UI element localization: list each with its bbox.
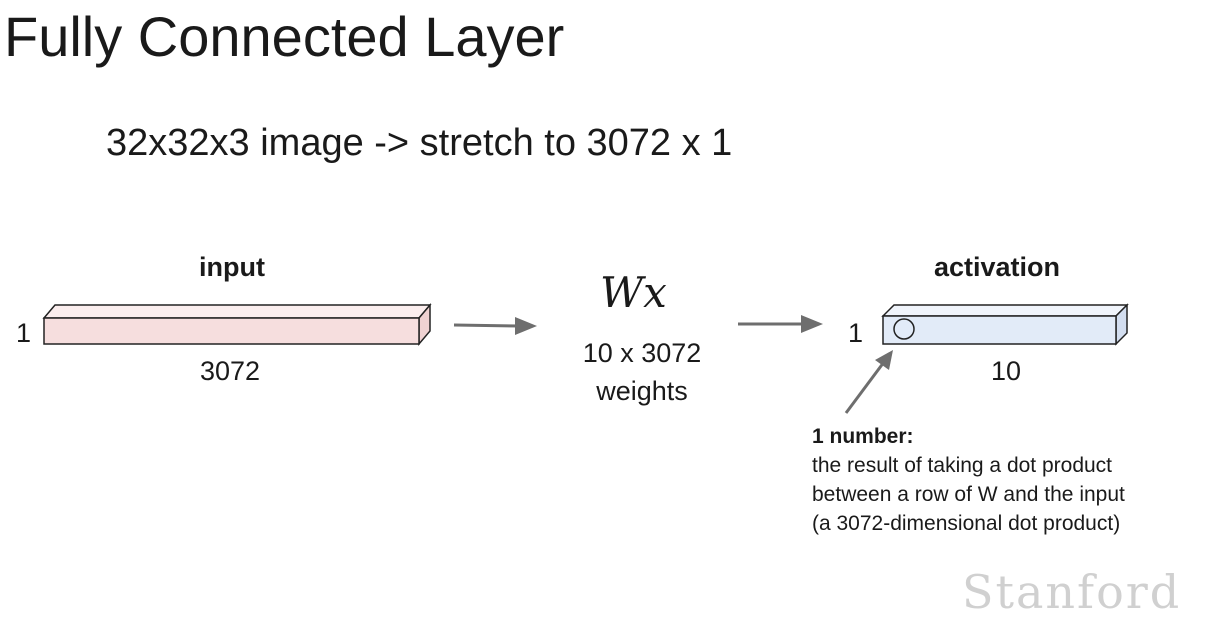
activation-vector-box bbox=[881, 303, 1129, 346]
input-label: input bbox=[199, 252, 265, 282]
activation-height-label: 1 bbox=[848, 318, 864, 348]
note-heading: 1 number: bbox=[812, 425, 914, 448]
stanford-watermark: Stanford bbox=[962, 565, 1182, 619]
note-line-1: the result of taking a dot product bbox=[812, 454, 1113, 477]
input-vector-box bbox=[42, 302, 432, 347]
fc-layer-diagram bbox=[42, 302, 1129, 414]
note-line-3: (a 3072-dimensional dot product) bbox=[812, 512, 1121, 535]
activation-width-label: 10 bbox=[990, 356, 1022, 386]
activation-label: activation bbox=[933, 252, 1061, 282]
input-width-label: 3072 bbox=[199, 356, 261, 386]
arrow-input-to-weights bbox=[453, 317, 537, 335]
single-neuron-circle bbox=[893, 318, 915, 340]
input-height-label: 1 bbox=[16, 318, 32, 348]
arrow-weights-to-activation bbox=[738, 315, 823, 333]
slide-subtitle: 32x32x3 image -> stretch to 3072 x 1 bbox=[106, 122, 733, 164]
weights-caption: weights bbox=[596, 376, 688, 406]
weights-dimension-label: 10 x 3072 bbox=[582, 338, 702, 368]
slide-title: Fully Connected Layer bbox=[4, 5, 565, 68]
note-line-2: between a row of W and the input bbox=[812, 483, 1125, 506]
arrow-note-to-neuron bbox=[844, 350, 893, 414]
weights-formula: Wx bbox=[600, 268, 667, 317]
